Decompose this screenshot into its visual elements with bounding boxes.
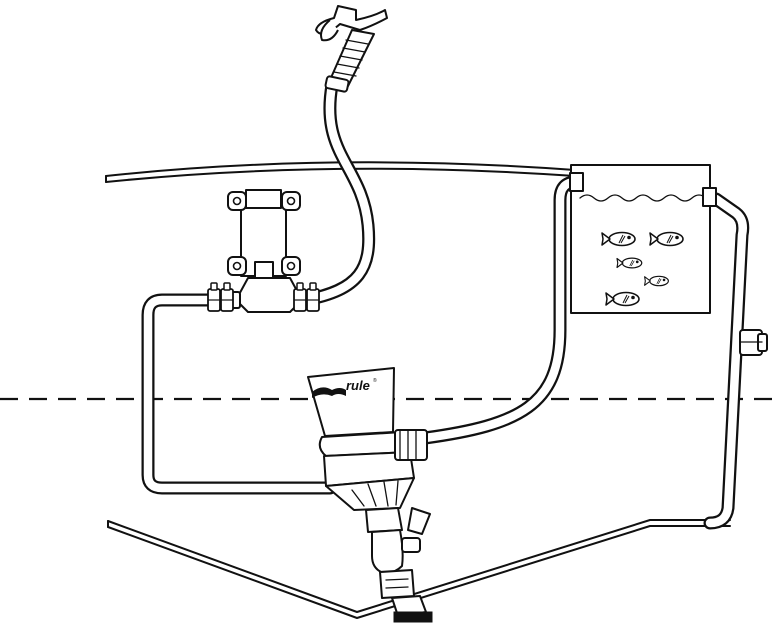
clamp-icon	[207, 282, 221, 312]
clamp-icon	[220, 282, 234, 312]
hull-bottom	[107, 519, 731, 619]
hose-main-loop	[141, 293, 337, 495]
overflow-fitting	[702, 187, 717, 207]
hose-pump-to-aquarium	[418, 175, 583, 445]
hose-overflow-drain	[703, 192, 750, 530]
clamp-icon	[306, 282, 320, 312]
pump-brand-label: rule	[346, 378, 370, 393]
aquarium-tank	[569, 164, 717, 314]
registered-mark: ®	[373, 377, 377, 384]
drain-fitting	[739, 329, 768, 356]
faucet-nozzle-icon	[315, 5, 388, 93]
inlet-fitting	[569, 172, 584, 192]
deck-line	[105, 161, 576, 183]
water-surface	[579, 194, 707, 202]
hose-pump-to-faucet	[298, 78, 376, 307]
pump-icon	[307, 367, 433, 623]
pump-brand-logo: rule ®	[312, 377, 377, 398]
